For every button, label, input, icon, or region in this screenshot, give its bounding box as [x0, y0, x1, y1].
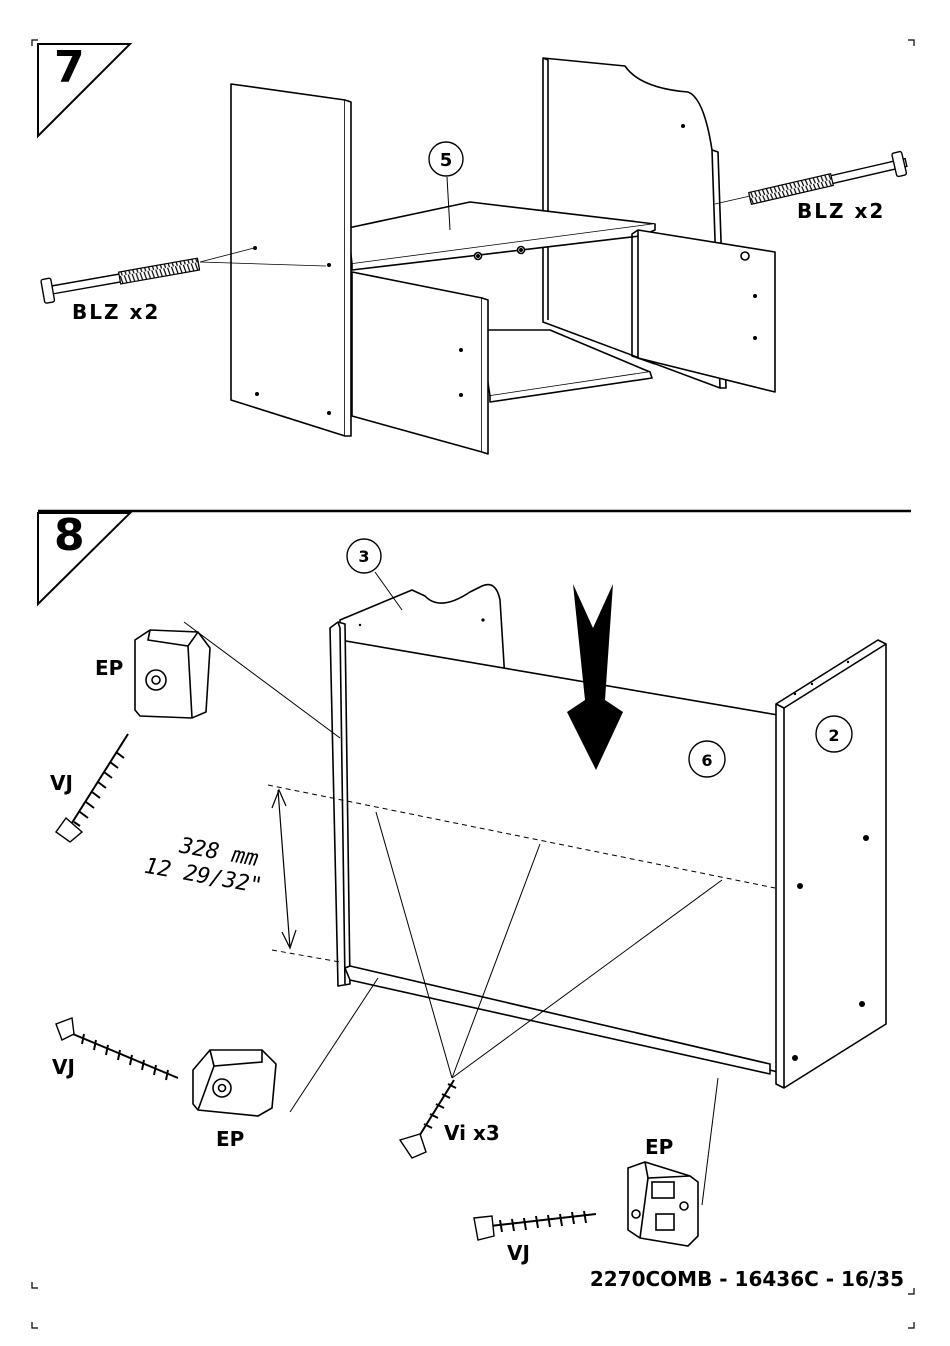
step-8-number: 8 — [54, 510, 85, 561]
vi-label: Vi x3 — [444, 1121, 500, 1145]
callout-part-6-number: 6 — [701, 751, 712, 770]
ep-bracket-top — [135, 630, 210, 718]
step-8-cabinet — [330, 585, 886, 1088]
back-board-part-6 — [340, 640, 778, 1072]
callout-part-2: 2 — [816, 716, 852, 752]
ep-left-label: EP — [216, 1127, 244, 1151]
step-7-cabinet — [231, 58, 775, 454]
left-side-panel — [231, 84, 345, 436]
blz-left-label: BLZ x2 — [72, 300, 160, 324]
dimension-labels: 328 mm 12 29/32" — [143, 828, 269, 899]
ep-bracket-right — [628, 1162, 698, 1246]
vj-left-label: VJ — [52, 1055, 75, 1079]
callout-part-6: 6 — [689, 741, 725, 777]
callout-part-3-number: 3 — [358, 547, 369, 566]
right-side-panel-part-2 — [776, 640, 886, 1088]
step-8: 8 — [38, 510, 886, 1265]
vj-top-label: VJ — [50, 771, 73, 795]
left-door — [352, 272, 482, 452]
callout-part-5-number: 5 — [440, 150, 453, 171]
ep-bracket-left — [193, 1050, 276, 1116]
step-8-badge: 8 — [38, 510, 130, 604]
ep-right-label: EP — [645, 1135, 673, 1159]
document-reference: 2270COMB - 16436C - 16/35 — [590, 1267, 904, 1291]
callout-part-2-number: 2 — [828, 726, 839, 745]
right-door — [638, 230, 775, 392]
step-7-number: 7 — [54, 42, 85, 93]
vj-right-label: VJ — [507, 1241, 530, 1265]
step-7-badge: 7 — [38, 42, 130, 136]
vi-screw — [400, 1080, 456, 1158]
blz-right-label: BLZ x2 — [797, 199, 885, 223]
vj-screw-right — [474, 1211, 596, 1240]
blz-bolt-right: BLZ x2 — [715, 151, 909, 223]
ep-top-label: EP — [95, 656, 123, 680]
step-7: 7 — [38, 42, 909, 454]
